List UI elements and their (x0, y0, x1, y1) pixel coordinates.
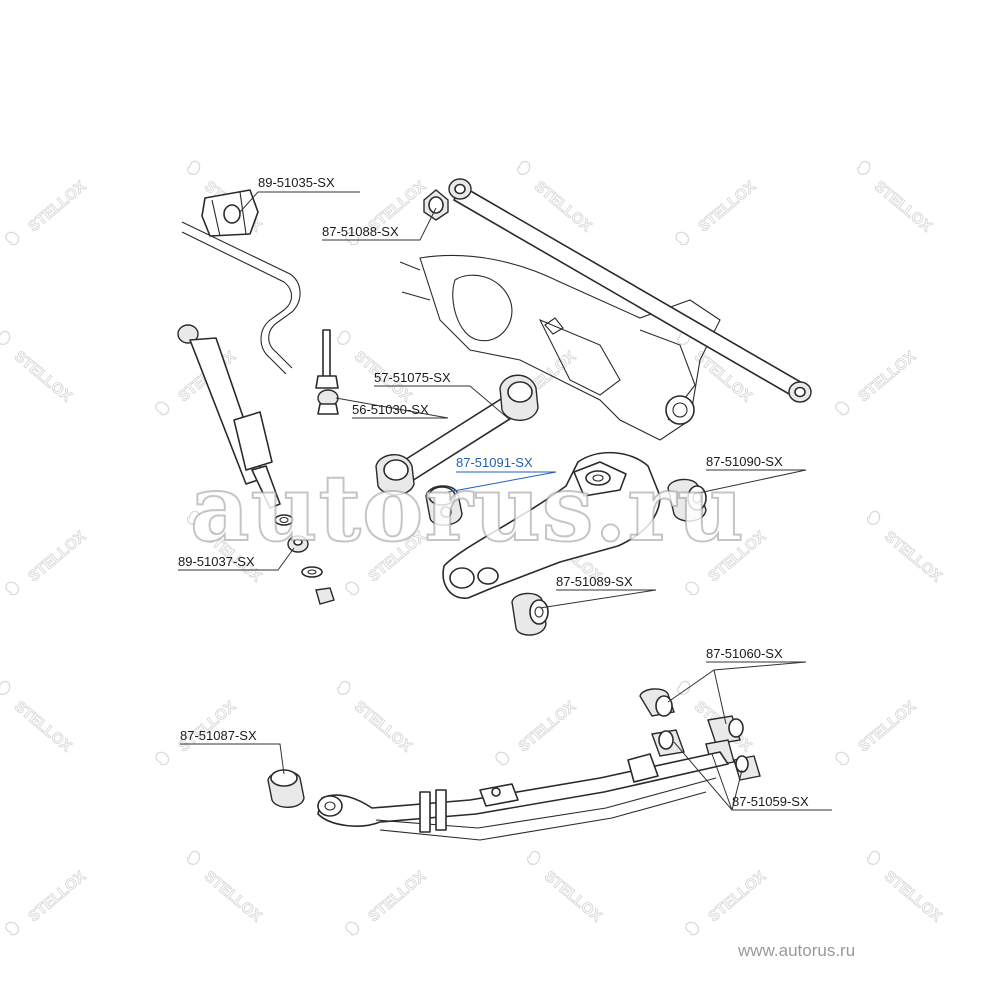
label-87-51087-sx[interactable]: 87-51087-SX (180, 728, 257, 743)
shock-absorber (177, 324, 294, 526)
brand-logo-icon (187, 160, 201, 175)
brand-logo-icon (867, 850, 881, 865)
label-87-51060-sx[interactable]: 87-51060-SX (706, 646, 783, 661)
mount-hardware (287, 535, 335, 605)
bushing-87-51087 (267, 769, 305, 808)
label-89-51035-sx[interactable]: 89-51035-SX (258, 175, 335, 190)
brand-logo-icon (835, 401, 850, 416)
brand-logo-icon (517, 160, 531, 175)
lateral-rod (448, 178, 812, 403)
upper-control-arm (375, 374, 539, 496)
label-87-51059-sx[interactable]: 87-51059-SX (732, 794, 809, 809)
brand-logo-icon (495, 751, 510, 766)
site-url-watermark: www.autorus.ru (738, 941, 856, 960)
brand-logo-icon (5, 921, 20, 936)
brand-logo-icon (675, 231, 690, 246)
brand-logo-icon (685, 921, 700, 936)
brand-logo-icon (5, 231, 20, 246)
leader-lines (178, 191, 832, 811)
brand-logo-icon (857, 160, 871, 175)
label-57-51075-sx[interactable]: 57-51075-SX (374, 370, 451, 385)
brand-logo-icon (155, 401, 170, 416)
rear-axle-housing (399, 254, 721, 441)
brand-logo-icon (337, 330, 351, 345)
brand-logo-icon (337, 680, 351, 695)
brand-logo-icon (5, 581, 20, 596)
label-56-51030-sx[interactable]: 56-51030-SX (352, 402, 429, 417)
label-89-51037-sx[interactable]: 89-51037-SX (178, 554, 255, 569)
label-87-51089-sx[interactable]: 87-51089-SX (556, 574, 633, 589)
brand-logo-icon (155, 751, 170, 766)
label-87-51090-sx[interactable]: 87-51090-SX (706, 454, 783, 469)
stabilizer-link (315, 329, 339, 415)
label-87-51088-sx[interactable]: 87-51088-SX (322, 224, 399, 239)
brand-logo-icon (835, 751, 850, 766)
brand-logo-icon (677, 680, 691, 695)
brand-logo-icon (345, 921, 360, 936)
brand-logo-icon (0, 330, 11, 345)
label-87-51091-sx[interactable]: 87-51091-SX (456, 455, 533, 470)
bushing-87-51088 (423, 189, 449, 221)
brand-logo-icon (867, 510, 881, 525)
bushing-87-51089 (511, 592, 549, 636)
bushing-87-51091 (425, 485, 463, 526)
brand-logo-icon (685, 581, 700, 596)
trailing-arm (442, 451, 661, 599)
brand-logo-icon (345, 581, 360, 596)
leaf-spring (317, 751, 729, 841)
brand-logo-icon (345, 231, 360, 246)
brand-logo-icon (187, 850, 201, 865)
brand-logo-icon (187, 510, 201, 525)
brand-logo-icon (527, 850, 541, 865)
bushing-87-51090 (667, 478, 707, 522)
brand-logo-icon (0, 680, 11, 695)
stabilizer-bar (181, 189, 301, 375)
